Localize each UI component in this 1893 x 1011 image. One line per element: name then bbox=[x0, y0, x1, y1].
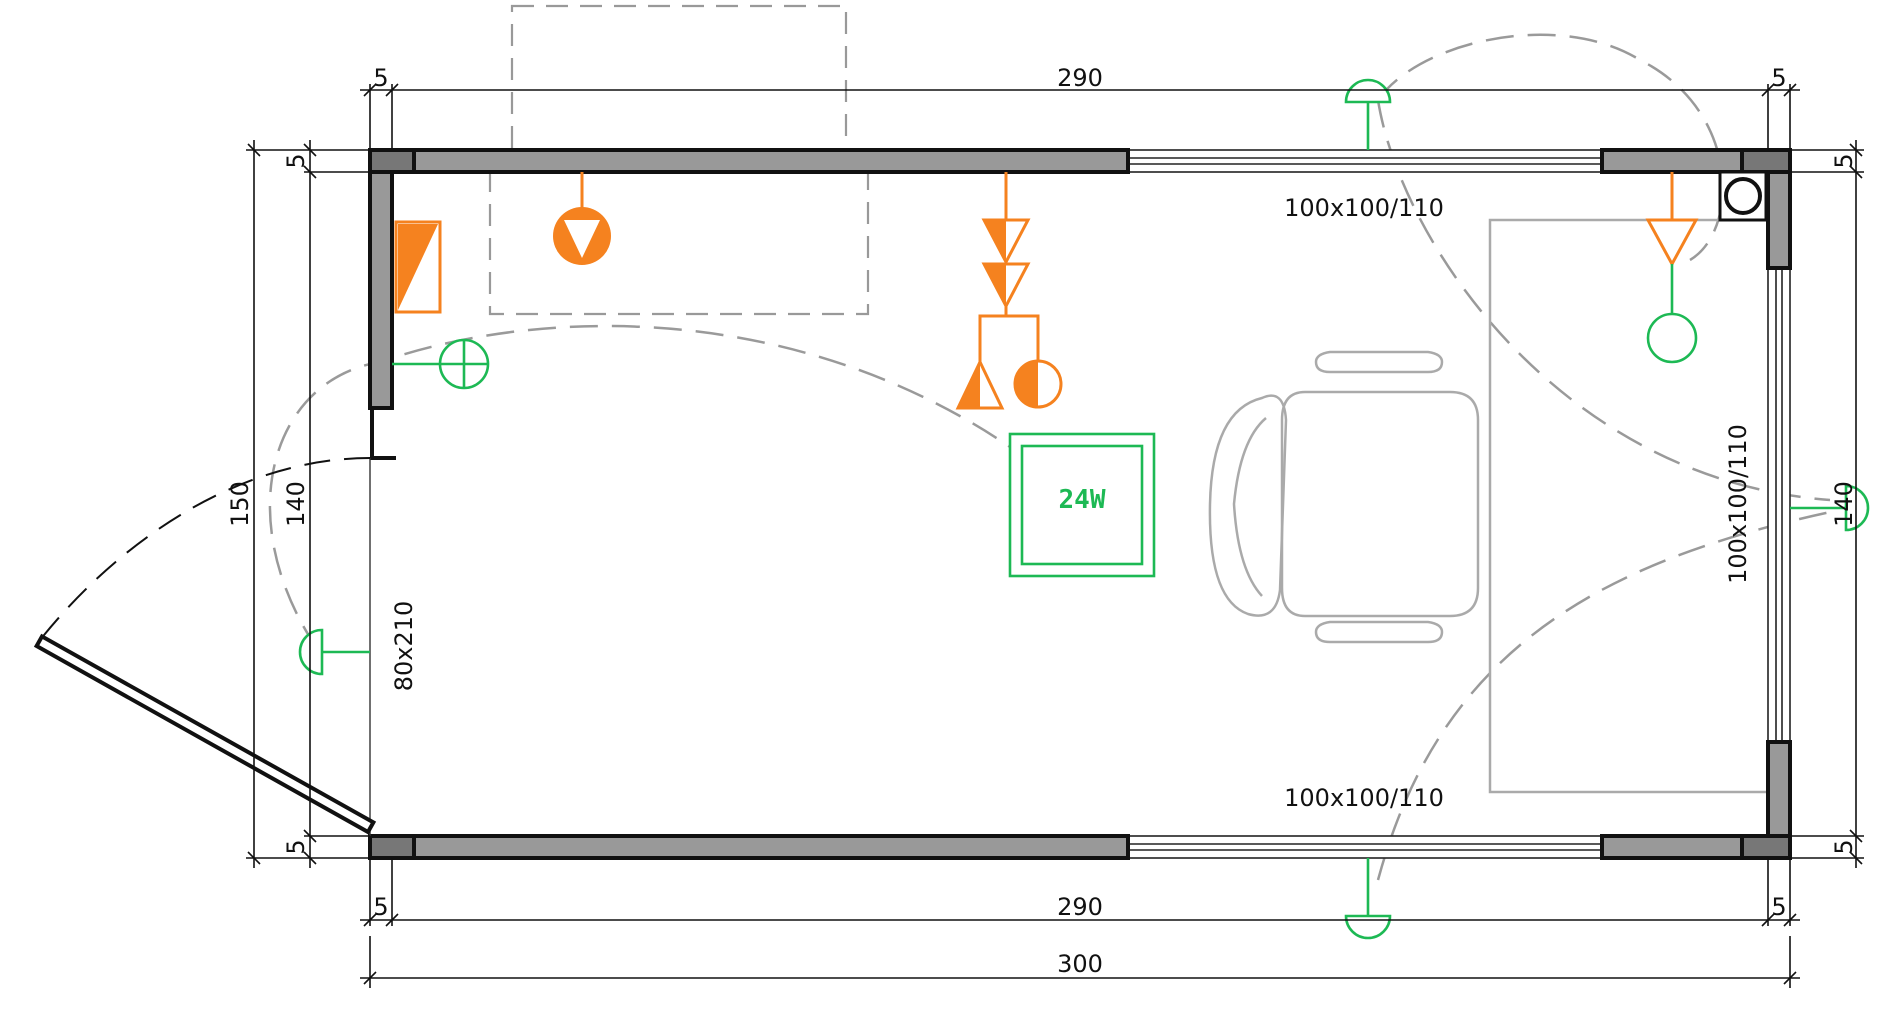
bottom-window-switch-icon bbox=[1344, 858, 1392, 940]
electrical-symbols bbox=[394, 172, 1699, 410]
right-outlet-icon bbox=[1645, 172, 1699, 268]
dim-right-bottom-wall: 5 bbox=[1830, 839, 1858, 854]
wall-bottom-right bbox=[1600, 834, 1744, 860]
windows bbox=[1127, 149, 1791, 859]
corner-post-bl bbox=[368, 834, 416, 860]
chair-seat bbox=[1280, 390, 1480, 618]
dim-bottom-right: 5 bbox=[1771, 893, 1786, 921]
door-leaf bbox=[33, 633, 377, 835]
wall-bottom-left bbox=[412, 834, 1130, 860]
wall-left-end-return bbox=[370, 410, 396, 460]
dim-bottom-left: 5 bbox=[373, 893, 388, 921]
wall-right-bottom bbox=[1766, 740, 1792, 838]
door-size-label: 80x210 bbox=[390, 601, 418, 692]
door-swing-arc bbox=[39, 457, 371, 641]
ceiling-light-icon bbox=[1008, 432, 1156, 578]
column-circle-icon bbox=[1724, 177, 1762, 215]
window-right bbox=[1767, 267, 1791, 743]
corner-post-tl bbox=[368, 148, 416, 174]
chair-armrest-bottom bbox=[1314, 620, 1444, 644]
dimension-lines bbox=[246, 83, 1864, 988]
dim-left-outer-height: 150 bbox=[226, 481, 254, 527]
window-top bbox=[1127, 149, 1603, 173]
wall-top-right bbox=[1600, 148, 1744, 174]
wall-top-left bbox=[412, 148, 1130, 174]
furniture bbox=[1208, 218, 1772, 794]
dim-top-middle: 290 bbox=[1057, 64, 1103, 92]
chair-armrest-top bbox=[1314, 350, 1444, 374]
desk-lamp-icon bbox=[1646, 264, 1698, 364]
wall-light-left-icon bbox=[392, 338, 490, 390]
window-top-label: 100x100/110 bbox=[1284, 194, 1444, 222]
office-chair bbox=[1208, 350, 1480, 644]
wall-left bbox=[368, 170, 394, 410]
window-right-label: 100x100/110 bbox=[1724, 424, 1752, 584]
walls bbox=[368, 148, 1792, 860]
door-switch-icon bbox=[298, 628, 370, 676]
outlet-stack-icon bbox=[955, 172, 1063, 410]
ceiling-socket-icon bbox=[553, 172, 611, 265]
dim-top-left: 5 bbox=[373, 64, 388, 92]
chair-back bbox=[1208, 394, 1288, 617]
dim-left-inner-height: 140 bbox=[282, 481, 310, 527]
storage-outline bbox=[488, 170, 870, 316]
dim-left-bottom-wall: 5 bbox=[282, 839, 310, 854]
chair-back-inner bbox=[1232, 417, 1267, 597]
dim-right-height: 140 bbox=[1830, 481, 1858, 527]
corner-post-tr bbox=[1740, 148, 1792, 174]
distribution-panel-icon bbox=[394, 220, 442, 314]
entry-door bbox=[33, 457, 377, 836]
corner-post-br bbox=[1740, 834, 1792, 860]
lighting-symbols bbox=[298, 78, 1870, 940]
window-bottom-label: 100x100/110 bbox=[1284, 784, 1444, 812]
dim-overall-width: 300 bbox=[1057, 950, 1103, 978]
top-window-switch-icon bbox=[1344, 78, 1392, 150]
window-bottom bbox=[1127, 835, 1603, 859]
dim-left-top-wall: 5 bbox=[282, 153, 310, 168]
wall-right-top bbox=[1766, 170, 1792, 270]
dim-bottom-middle: 290 bbox=[1057, 893, 1103, 921]
dim-top-right: 5 bbox=[1771, 64, 1786, 92]
dim-right-top-wall: 5 bbox=[1830, 153, 1858, 168]
wiring-arc-bottom-window bbox=[1376, 508, 1841, 881]
overhead-unit-outline bbox=[510, 4, 848, 170]
ceiling-light-power: 24W bbox=[1059, 485, 1106, 515]
